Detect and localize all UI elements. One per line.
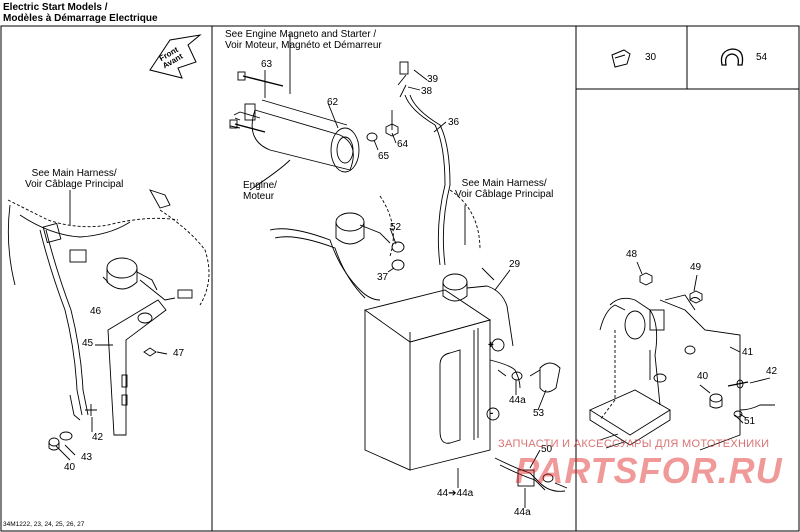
part-number-43[interactable]: 43 <box>81 452 93 463</box>
front-arrow-shape <box>149 34 202 79</box>
part-number-50[interactable]: 50 <box>541 444 553 455</box>
part-30-shape <box>611 49 631 68</box>
part-number-46[interactable]: 46 <box>90 306 102 317</box>
part-number-41[interactable]: 41 <box>742 347 754 358</box>
harness-mid-line-1: See Main Harness/ <box>461 178 547 189</box>
part-number-62[interactable]: 62 <box>327 97 339 108</box>
left-panel-drawing <box>7 189 210 461</box>
watermark-tagline: ЗАПЧАСТИ И АКСЕССУАРЫ ДЛЯ МОТОТЕХНИКИ <box>498 438 770 450</box>
part-number-51[interactable]: 51 <box>744 416 756 427</box>
part-number-38[interactable]: 38 <box>421 86 433 97</box>
part-number-44a-lower[interactable]: 44a <box>514 507 531 518</box>
part-number-42-right[interactable]: 42 <box>766 366 778 377</box>
part-number-53[interactable]: 53 <box>533 408 545 419</box>
part-number-40-left[interactable]: 40 <box>64 462 76 473</box>
magneto-callout: See Engine Magneto and Starter / Voir Mo… <box>225 29 382 51</box>
diagram-title: Electric Start Models / Modèles à Démarr… <box>3 2 158 24</box>
part-number-64[interactable]: 64 <box>397 139 409 150</box>
part-number-65[interactable]: 65 <box>378 151 390 162</box>
part-number-40-right[interactable]: 40 <box>697 371 709 382</box>
harness-left-line-2: Voir Câblage Principal <box>25 179 124 190</box>
part-number-47[interactable]: 47 <box>173 348 185 359</box>
part-number-48[interactable]: 48 <box>626 249 638 260</box>
harness-callout-mid: See Main Harness/ Voir Câblage Principal <box>455 178 553 200</box>
part-number-49[interactable]: 49 <box>690 262 702 273</box>
magneto-callout-line-1: See Engine Magneto and Starter / <box>225 29 377 40</box>
part-number-44a-upper[interactable]: 44a <box>509 395 526 406</box>
diagram-code: 34M1222, 23, 24, 25, 26, 27 <box>3 521 85 528</box>
engine-line-1: Engine/ <box>243 180 277 191</box>
part-number-54[interactable]: 54 <box>756 52 768 63</box>
battery-positive-terminal: + <box>488 340 494 351</box>
middle-panel-drawing <box>229 34 568 508</box>
part-number-52[interactable]: 52 <box>390 222 402 233</box>
part-number-44-to-44a[interactable]: 44➔44a <box>437 488 474 499</box>
engine-line-2: Moteur <box>243 191 275 202</box>
part-number-39[interactable]: 39 <box>427 74 439 85</box>
title-line-1: Electric Start Models / <box>3 2 108 13</box>
watermark-logo: PARTSFOR.RU <box>515 450 783 491</box>
engine-callout: Engine/ Moteur <box>243 180 277 202</box>
part-54-shape <box>720 48 744 66</box>
magneto-callout-line-2: Voir Moteur, Magnéto et Démarreur <box>225 40 382 51</box>
title-line-2: Modèles à Démarrage Electrique <box>3 13 158 24</box>
part-number-36[interactable]: 36 <box>448 117 460 128</box>
harness-callout-left: See Main Harness/ Voir Câblage Principal <box>25 168 123 190</box>
panel-frames <box>0 25 800 532</box>
part-number-37[interactable]: 37 <box>377 272 389 283</box>
harness-left-line-1: See Main Harness/ <box>31 168 117 179</box>
right-panel-drawing <box>589 261 775 451</box>
part-number-45[interactable]: 45 <box>82 338 94 349</box>
part-number-63[interactable]: 63 <box>261 59 273 70</box>
battery-negative-terminal: - <box>490 408 494 419</box>
part-number-42-left[interactable]: 42 <box>92 432 104 443</box>
part-number-29[interactable]: 29 <box>509 259 521 270</box>
part-number-30[interactable]: 30 <box>645 52 657 63</box>
harness-mid-line-2: Voir Câblage Principal <box>455 189 554 200</box>
